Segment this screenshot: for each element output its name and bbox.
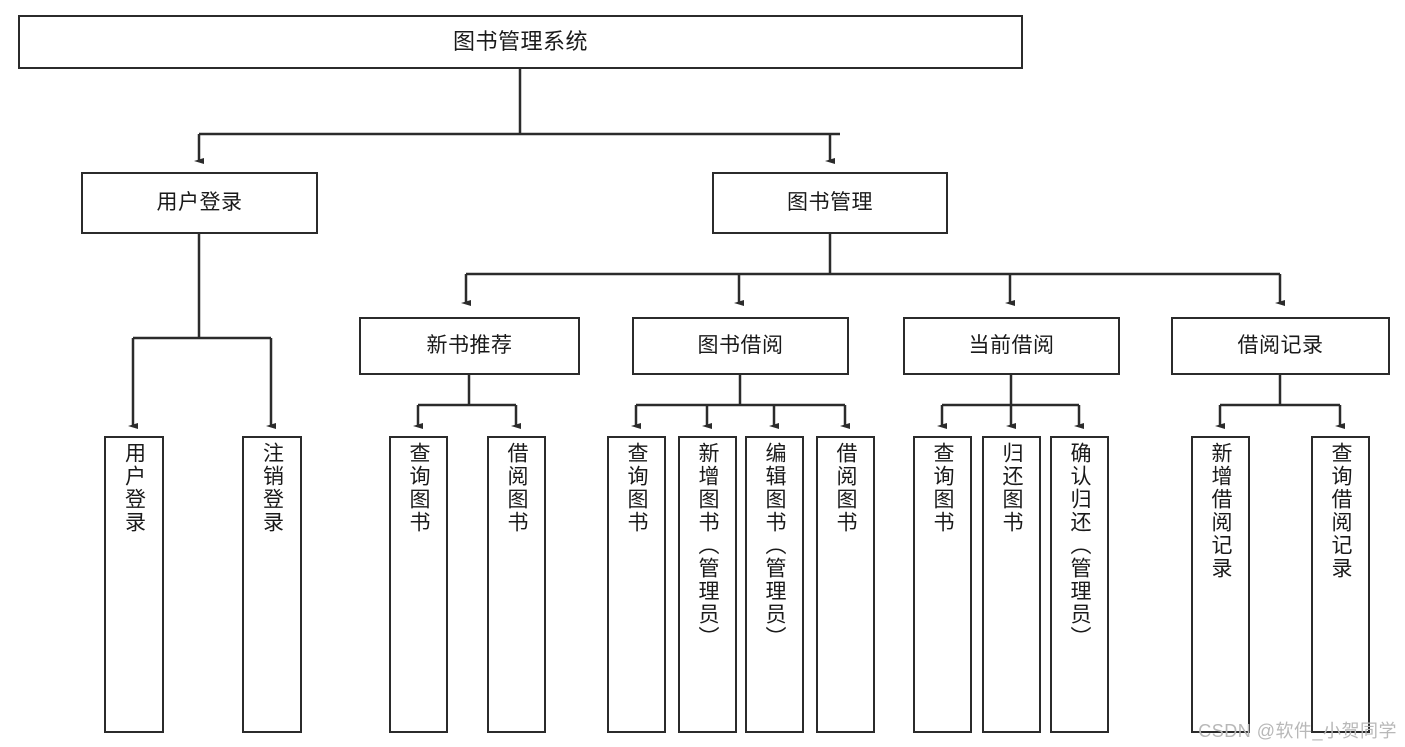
node-leaf-query-book-2-label: 查询图书 <box>625 442 648 534</box>
node-leaf-add-book[interactable]: 新增图书（管理员） <box>678 436 737 733</box>
node-leaf-logout-label: 注销登录 <box>260 442 284 534</box>
node-leaf-logout[interactable]: 注销登录 <box>242 436 302 733</box>
node-leaf-user-login[interactable]: 用户登录 <box>104 436 164 733</box>
node-leaf-borrow-book-1[interactable]: 借阅图书 <box>487 436 546 733</box>
node-leaf-edit-book[interactable]: 编辑图书（管理员） <box>745 436 804 733</box>
node-leaf-return-book-label: 归还图书 <box>1000 442 1023 534</box>
node-book-borrow-label: 图书借阅 <box>697 333 784 357</box>
node-leaf-borrow-book-2-label: 借阅图书 <box>834 442 857 534</box>
node-new-book-rec-label: 新书推荐 <box>426 333 513 357</box>
node-book-manage[interactable]: 图书管理 <box>712 172 948 234</box>
node-user-login[interactable]: 用户登录 <box>81 172 318 234</box>
node-leaf-confirm-return[interactable]: 确认归还（管理员） <box>1050 436 1109 733</box>
node-leaf-borrow-book-2[interactable]: 借阅图书 <box>816 436 875 733</box>
node-root[interactable]: 图书管理系统 <box>18 15 1023 69</box>
node-book-borrow[interactable]: 图书借阅 <box>632 317 849 375</box>
node-borrow-record-label: 借阅记录 <box>1237 333 1324 357</box>
watermark: CSDN @软件_小贺同学 <box>1198 721 1397 741</box>
node-root-label: 图书管理系统 <box>452 29 588 55</box>
node-new-book-rec[interactable]: 新书推荐 <box>359 317 580 375</box>
node-leaf-query-record-label: 查询借阅记录 <box>1329 442 1352 580</box>
node-leaf-add-record[interactable]: 新增借阅记录 <box>1191 436 1250 733</box>
node-leaf-query-book-1[interactable]: 查询图书 <box>389 436 448 733</box>
node-leaf-user-login-label: 用户登录 <box>122 442 146 534</box>
node-leaf-add-book-label: 新增图书（管理员） <box>696 442 719 649</box>
node-leaf-return-book[interactable]: 归还图书 <box>982 436 1041 733</box>
node-leaf-edit-book-label: 编辑图书（管理员） <box>763 442 786 649</box>
node-leaf-query-book-1-label: 查询图书 <box>407 442 430 534</box>
node-leaf-borrow-book-1-label: 借阅图书 <box>505 442 528 534</box>
node-leaf-query-book-3-label: 查询图书 <box>931 442 954 534</box>
node-leaf-query-record[interactable]: 查询借阅记录 <box>1311 436 1370 733</box>
node-book-manage-label: 图书管理 <box>787 190 873 214</box>
node-current-borrow[interactable]: 当前借阅 <box>903 317 1120 375</box>
node-borrow-record[interactable]: 借阅记录 <box>1171 317 1390 375</box>
node-leaf-query-book-3[interactable]: 查询图书 <box>913 436 972 733</box>
node-leaf-confirm-return-label: 确认归还（管理员） <box>1068 442 1091 649</box>
node-user-login-label: 用户登录 <box>156 190 243 214</box>
node-leaf-add-record-label: 新增借阅记录 <box>1209 442 1232 580</box>
node-leaf-query-book-2[interactable]: 查询图书 <box>607 436 666 733</box>
node-current-borrow-label: 当前借阅 <box>968 333 1055 357</box>
